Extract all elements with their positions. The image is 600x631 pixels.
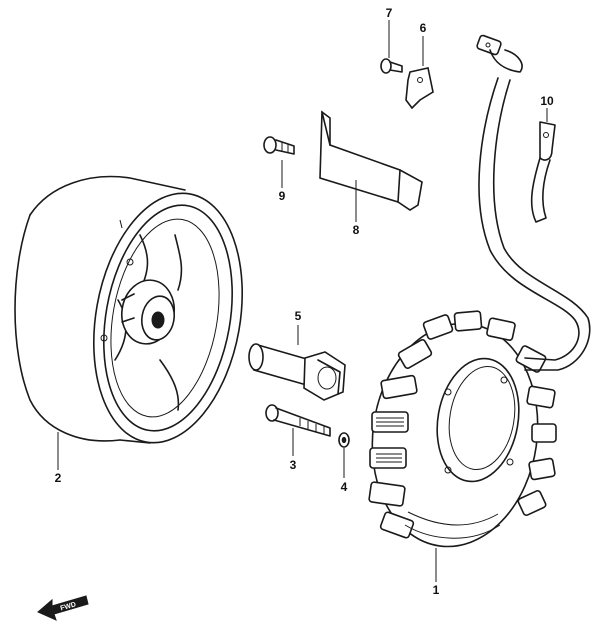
callout-8: 8 <box>352 223 360 237</box>
callout-5: 5 <box>294 309 302 323</box>
callout-10: 10 <box>540 94 554 108</box>
bolt-9 <box>263 136 295 155</box>
wire-harness <box>476 34 591 371</box>
washer-4 <box>338 432 350 448</box>
callout-1: 1 <box>432 583 440 597</box>
callout-7: 7 <box>385 6 393 20</box>
stator-part <box>368 310 557 548</box>
callout-4: 4 <box>340 480 348 494</box>
forward-direction-label: FWD <box>60 601 77 612</box>
rotor-bolt-5 <box>248 343 346 401</box>
screw-3 <box>265 404 331 437</box>
callout-2: 2 <box>54 471 62 485</box>
callout-6: 6 <box>419 21 427 35</box>
cover-plate-part <box>319 110 423 211</box>
wire-clamp-part <box>530 121 556 223</box>
bracket-part <box>405 67 434 110</box>
leader-lines <box>57 20 548 582</box>
small-bolt-7 <box>380 58 403 74</box>
callout-3: 3 <box>289 458 297 472</box>
rotor-part <box>14 175 244 444</box>
callout-9: 9 <box>278 189 286 203</box>
forward-arrow-icon: FWD <box>37 595 89 621</box>
